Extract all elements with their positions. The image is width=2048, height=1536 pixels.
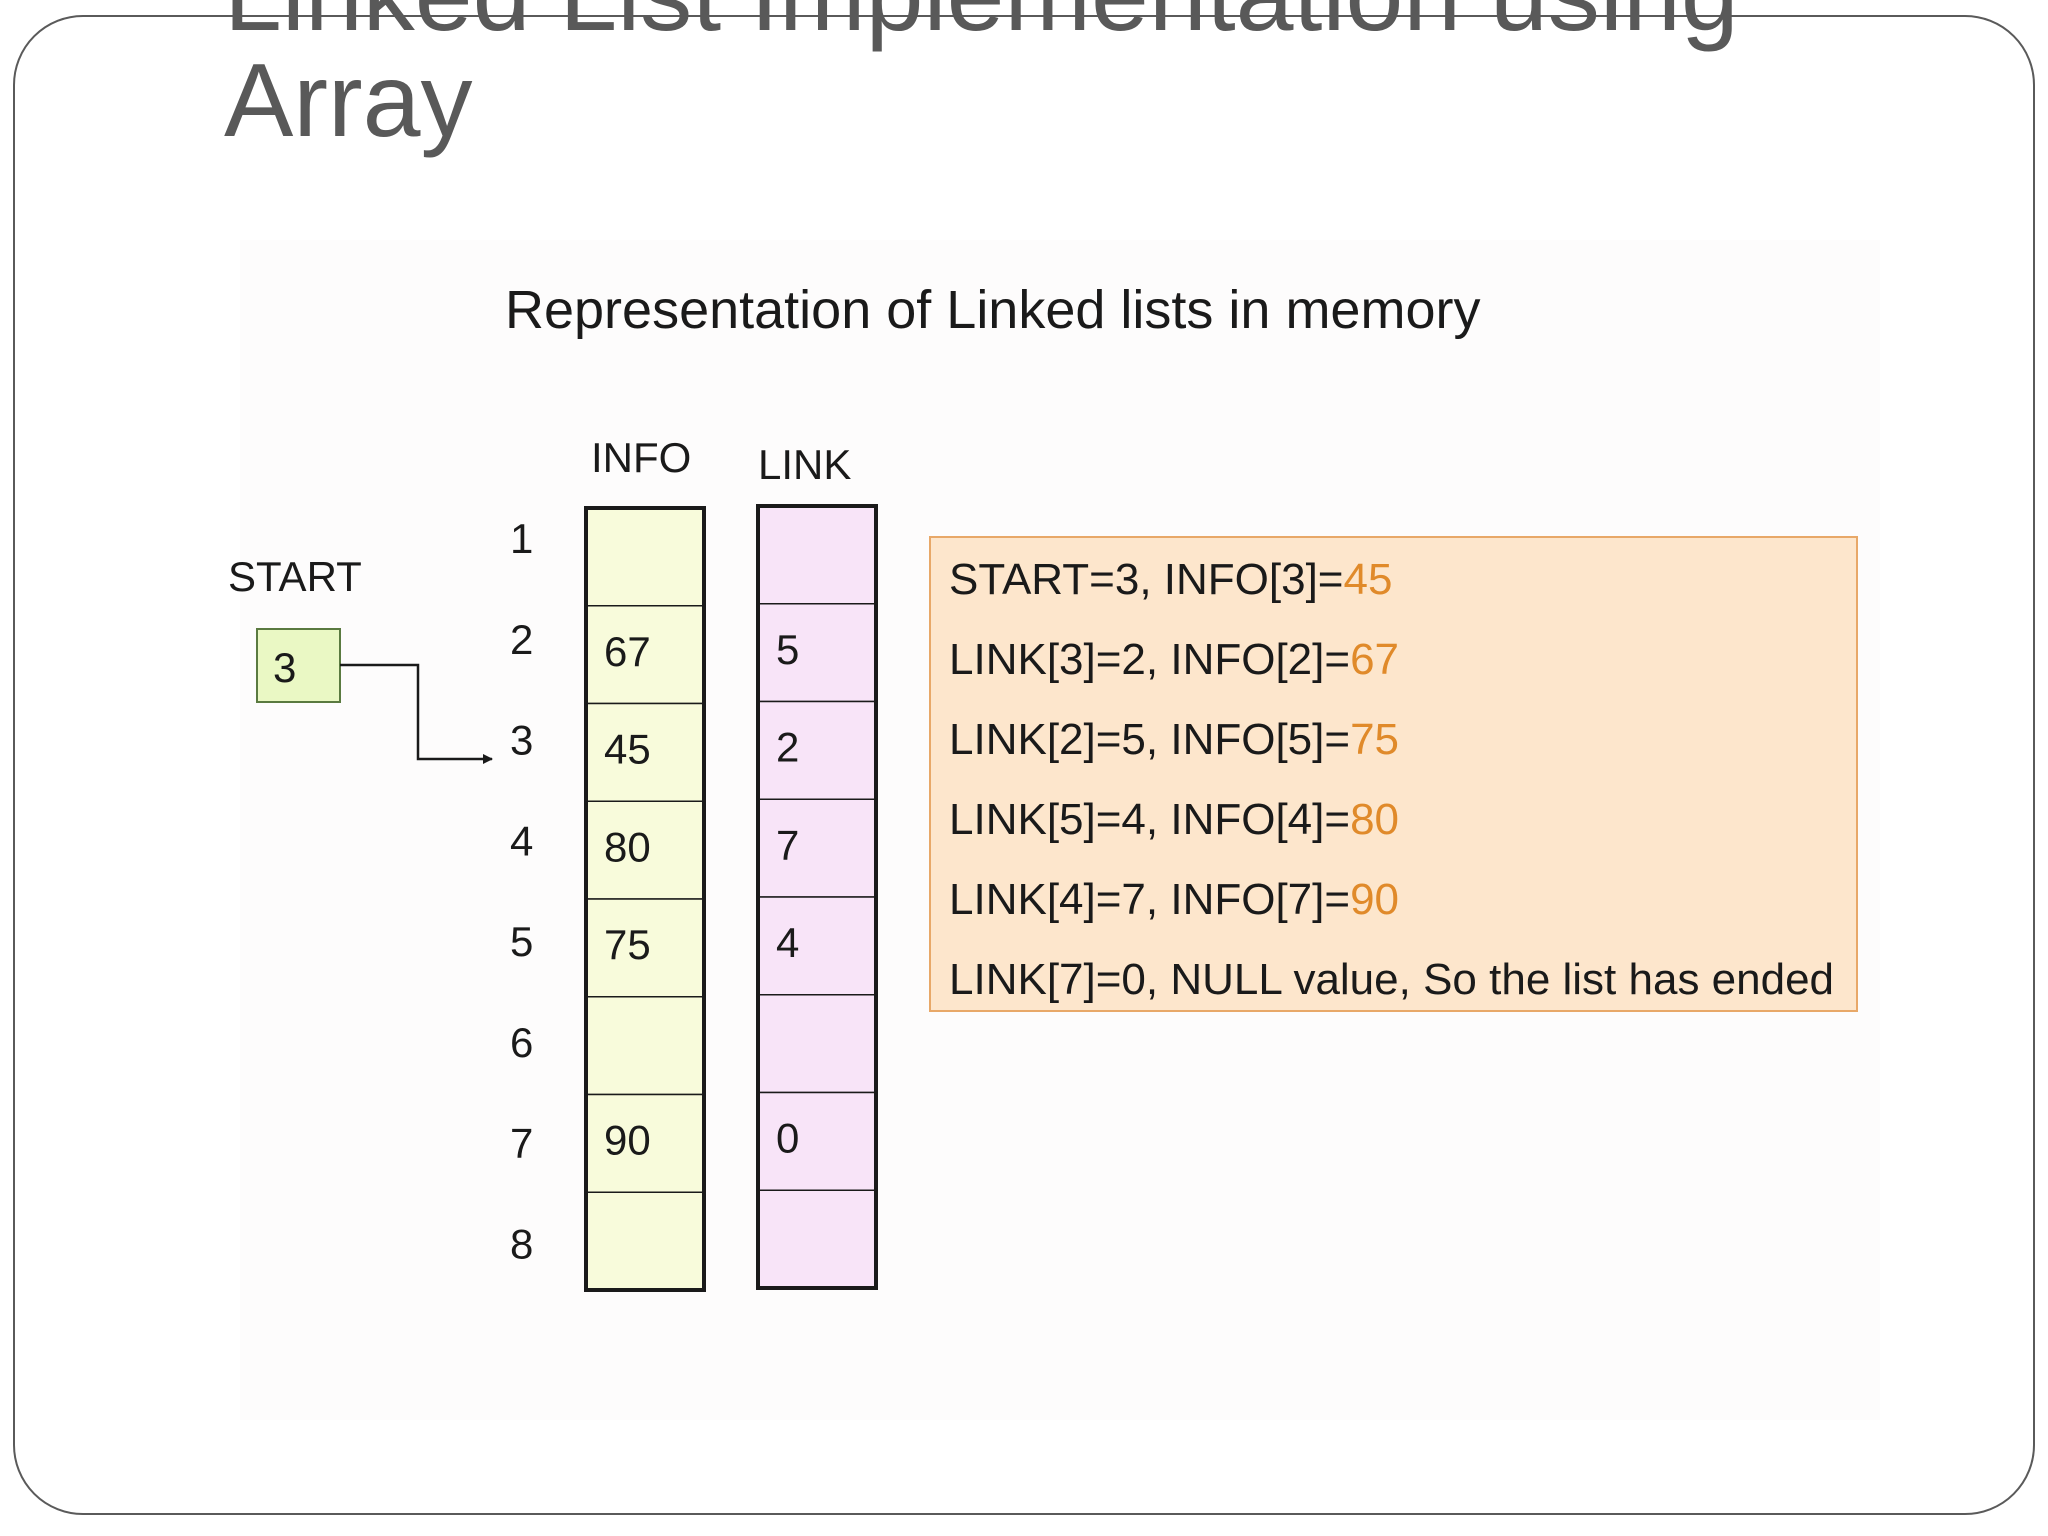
link-cell [757,700,877,800]
link-cell [757,798,877,898]
row-index-label: 7 [510,1120,533,1167]
explanation-line: LINK[5]=4, INFO[4]=80 [949,790,1399,850]
link-cell [757,505,877,605]
explanation-line: START=3, INFO[3]=45 [949,550,1392,610]
explanation-line: LINK[7]=0, NULL value, So the list has e… [949,950,1834,1010]
row-index-label: 1 [510,515,533,562]
link-column-header: LINK [758,441,851,488]
explanation-value: 67 [1350,635,1400,684]
info-cell [585,800,705,900]
info-cell [585,996,705,1096]
link-array-border [756,504,878,1290]
start-label: START [228,553,362,600]
explanation-text: LINK[5]=4, INFO[4]= [949,795,1351,844]
explanation-text: START=3, INFO[3]= [949,555,1344,604]
explanation-text: LINK[3]=2, INFO[2]= [949,635,1351,684]
info-array-border [584,506,706,1292]
info-cell [585,1191,705,1291]
start-pointer-arrow [340,663,493,764]
row-index-label: 4 [510,817,533,864]
info-value: 75 [604,921,651,968]
row-index-label: 2 [510,616,533,663]
row-index-label: 8 [510,1220,533,1267]
start-box [256,628,341,703]
link-cell [757,994,877,1094]
link-value: 7 [776,821,799,868]
explanation-text: LINK[4]=7, INFO[7]= [949,875,1351,924]
link-value: 4 [776,919,799,966]
explanation-value: 75 [1350,715,1400,764]
row-index-label: 3 [510,717,533,764]
explanation-line: LINK[3]=2, INFO[2]=67 [949,630,1399,690]
slide-frame [13,15,2035,1515]
link-value: 2 [776,724,799,771]
explanation-value: 45 [1343,555,1393,604]
info-cell [585,702,705,802]
info-value: 90 [604,1117,651,1164]
info-cell [585,898,705,998]
link-value: 0 [776,1115,799,1162]
link-value: 5 [776,626,799,673]
info-value: 67 [604,628,651,675]
row-index-label: 5 [510,918,533,965]
slide-title: Linked List Implementation using Array [224,0,1739,159]
info-value: 80 [604,823,651,870]
explanation-text: LINK[2]=5, INFO[5]= [949,715,1351,764]
info-cell [585,507,705,607]
explanation-line: LINK[4]=7, INFO[7]=90 [949,870,1399,930]
info-column-header: INFO [591,434,691,481]
link-cell [757,1189,877,1289]
diagram-heading: Representation of Linked lists in memory [505,280,1480,340]
info-value: 45 [604,726,651,773]
explanation-value: 80 [1350,795,1400,844]
info-cell [585,605,705,705]
explanation-text: LINK[7]=0, NULL value, So the list has e… [949,955,1835,1004]
explanation-value: 90 [1350,875,1400,924]
link-cell [757,896,877,996]
explanation-line: LINK[2]=5, INFO[5]=75 [949,710,1399,770]
start-value: 3 [273,644,296,691]
row-index-label: 6 [510,1019,533,1066]
